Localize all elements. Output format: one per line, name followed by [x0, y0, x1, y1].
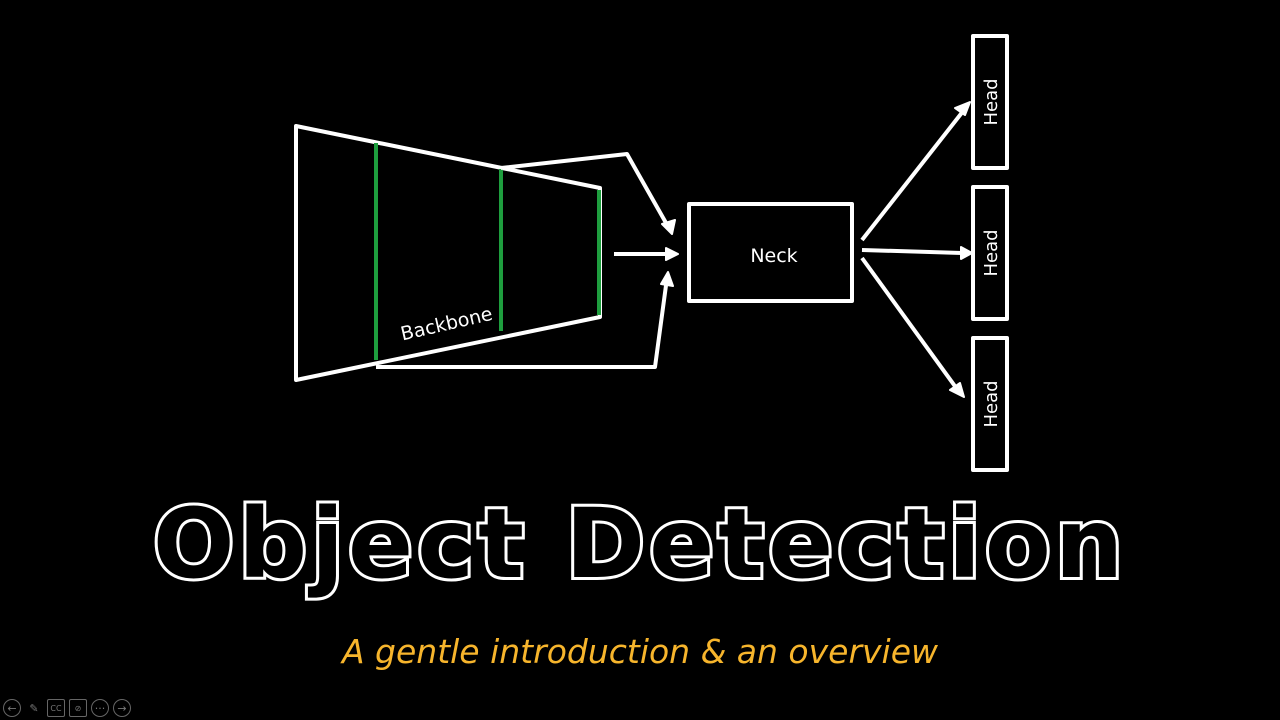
prev-icon[interactable]: ←	[3, 699, 21, 717]
video-off-icon[interactable]: ⊘	[69, 699, 87, 717]
slide-title: Object Detection	[150, 485, 1128, 603]
arrow-head-2	[861, 248, 963, 255]
neck-label: Neck	[750, 245, 797, 267]
captions-icon[interactable]: CC	[47, 699, 65, 717]
head-box-1	[971, 34, 1009, 170]
next-icon[interactable]: →	[113, 699, 131, 717]
neck-box	[687, 202, 854, 303]
arrow-head-3	[860, 256, 959, 391]
skip-arrow-bottom	[376, 277, 669, 369]
backbone-shape	[294, 124, 602, 382]
head-label-1: Head	[981, 78, 1002, 125]
head-label-2: Head	[981, 229, 1002, 276]
slide-subtitle: A gentle introduction & an overview	[341, 632, 939, 671]
more-icon[interactable]: ···	[91, 699, 109, 717]
arrow-head-1	[860, 108, 966, 242]
head-label-3: Head	[981, 380, 1002, 427]
backbone-label: Backbone	[399, 303, 495, 345]
head-box-3	[971, 336, 1009, 472]
skip-arrow-top	[500, 152, 672, 231]
pen-icon[interactable]: ✎	[29, 701, 39, 715]
slideshow-controls: ← ✎ CC ⊘ ··· →	[3, 699, 131, 717]
